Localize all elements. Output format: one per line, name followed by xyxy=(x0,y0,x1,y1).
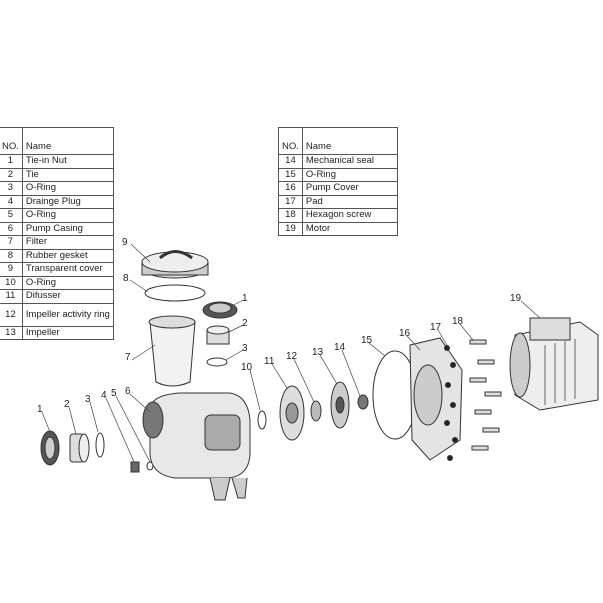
callout-number: 12 xyxy=(286,351,298,362)
transparent-cover xyxy=(141,250,209,279)
filter-basket xyxy=(148,315,196,387)
hexagon-screws xyxy=(469,339,502,451)
part-name: Impeller activity ring xyxy=(21,302,115,327)
part-name: Transparent cover xyxy=(21,262,115,277)
callout-number: 1 xyxy=(37,404,43,415)
part-name: Impeller xyxy=(21,325,115,340)
o-ring-10 xyxy=(257,410,267,430)
callout-number: 9 xyxy=(122,237,128,248)
callout-number: 1 xyxy=(242,293,248,304)
callout-number: 4 xyxy=(101,390,107,401)
drain-plug xyxy=(130,461,140,473)
callout-number: 13 xyxy=(312,347,324,358)
part-number: 13 xyxy=(0,325,23,340)
header-name: Name xyxy=(21,140,115,155)
diffuser xyxy=(279,385,305,441)
callout-number: 7 xyxy=(125,352,131,363)
tie-left xyxy=(69,433,90,463)
impeller xyxy=(330,381,350,429)
callout-number: 14 xyxy=(334,342,346,353)
tie-in-nut-top xyxy=(202,301,238,319)
callout-number: 15 xyxy=(361,335,373,346)
leader-lines xyxy=(41,243,541,463)
header-name: Name xyxy=(301,140,399,155)
callout-number: 17 xyxy=(430,322,442,333)
callout-number: 18 xyxy=(452,316,464,327)
o-ring-left xyxy=(95,432,105,458)
part-name: Motor xyxy=(301,221,399,236)
callout-number: 8 xyxy=(123,273,129,284)
rubber-gasket xyxy=(144,284,206,302)
part-number: 12 xyxy=(0,302,23,327)
callout-number: 3 xyxy=(85,394,91,405)
tie-top xyxy=(206,325,230,345)
callout-number: 16 xyxy=(399,328,411,339)
callout-number: 11 xyxy=(264,356,275,367)
header-no: NO. xyxy=(0,140,23,155)
callout-number: 3 xyxy=(242,343,248,354)
o-ring-top xyxy=(206,357,228,367)
tie-in-nut-left xyxy=(40,430,60,466)
callout-number: 5 xyxy=(111,388,117,399)
callout-number: 10 xyxy=(241,362,253,373)
part-number: 8 xyxy=(0,248,23,263)
part-number: 19 xyxy=(278,221,303,236)
part-name: O-Ring xyxy=(21,275,115,290)
motor xyxy=(509,317,599,411)
pads xyxy=(444,345,458,461)
callout-number: 6 xyxy=(125,386,131,397)
callout-number: 2 xyxy=(64,399,70,410)
mechanical-seal xyxy=(357,394,369,410)
part-name: Rubber gesket xyxy=(21,248,115,263)
callout-number: 19 xyxy=(510,293,522,304)
pump-casing xyxy=(142,392,251,501)
impeller-ring xyxy=(310,400,322,422)
pump-cover xyxy=(409,337,463,461)
callout-number: 2 xyxy=(242,318,248,329)
part-number: 9 xyxy=(0,262,23,277)
part-number: 10 xyxy=(0,275,23,290)
